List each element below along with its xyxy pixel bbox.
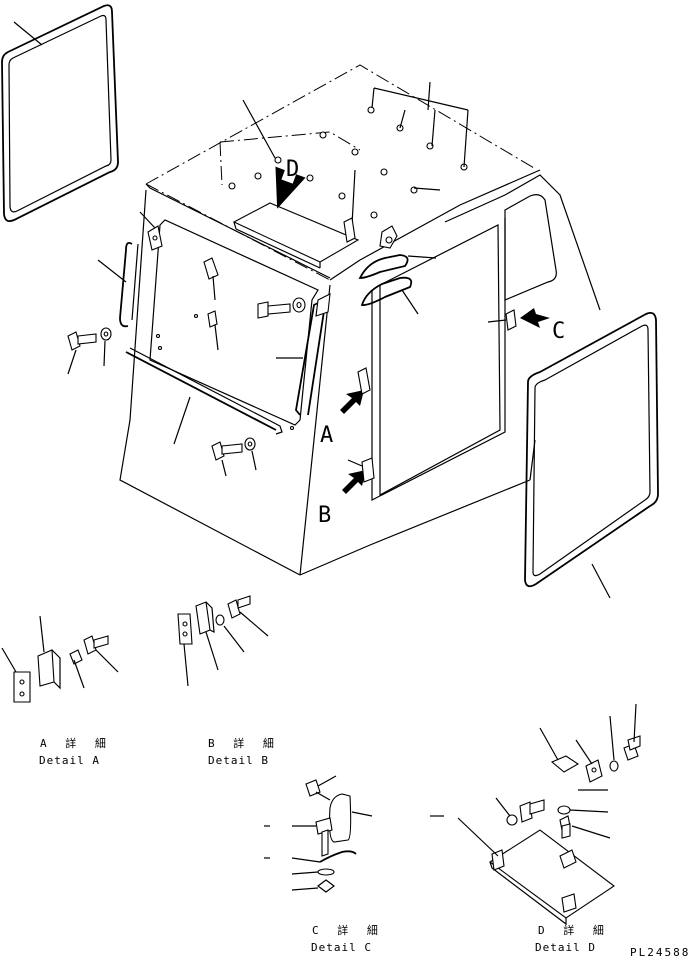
window-bolt bbox=[257, 297, 306, 319]
detail-c-title-jp: C 詳 細 bbox=[312, 923, 384, 937]
roof-panel-line bbox=[219, 131, 361, 151]
bracket-b bbox=[361, 457, 375, 483]
leader-line bbox=[67, 349, 77, 375]
view-label-a: A bbox=[320, 423, 333, 448]
view-arrow-b bbox=[342, 470, 366, 494]
leader-line bbox=[103, 340, 106, 367]
window-clip-2 bbox=[207, 310, 218, 328]
leader-line bbox=[591, 563, 611, 599]
cab-body bbox=[119, 64, 601, 576]
detail-a-title-en: Detail A bbox=[39, 754, 100, 767]
part-number: PL24588 bbox=[630, 946, 690, 957]
bracket-a bbox=[357, 367, 371, 395]
detail-c-title-en: Detail C bbox=[311, 941, 372, 954]
roof-hatch-plate bbox=[232, 202, 360, 269]
detail-d-title-jp: D 詳 細 bbox=[538, 923, 610, 937]
leader-line bbox=[97, 259, 127, 283]
bracket-c bbox=[505, 309, 517, 331]
left-window-seal[interactable] bbox=[1, 4, 119, 223]
roof-bracket bbox=[343, 217, 356, 243]
detail-d-parts bbox=[489, 735, 641, 926]
leader-line bbox=[139, 211, 156, 229]
front-face-holes bbox=[155, 313, 295, 431]
leader-line bbox=[401, 289, 419, 315]
leader-line bbox=[407, 255, 437, 259]
leader-line bbox=[487, 319, 507, 323]
detail-b-title-jp: B 詳 細 bbox=[208, 736, 280, 750]
detail-b-parts bbox=[177, 595, 251, 645]
detail-c-parts bbox=[305, 779, 357, 893]
roof-panel-line-2 bbox=[219, 141, 223, 186]
view-arrow-a bbox=[340, 390, 364, 414]
detail-a-parts bbox=[13, 635, 109, 703]
leader-line bbox=[347, 459, 363, 467]
detail-d-title-en: Detail D bbox=[535, 941, 596, 954]
window-clip bbox=[203, 257, 219, 280]
view-label-d: D bbox=[286, 157, 299, 182]
right-window-seal[interactable] bbox=[524, 311, 659, 588]
door-grab-handles bbox=[358, 254, 413, 306]
leader-line bbox=[212, 275, 216, 301]
lower-mount-bolt bbox=[211, 437, 256, 461]
detail-a-leaders bbox=[1, 615, 119, 689]
right-handrail bbox=[295, 293, 331, 416]
view-label-b: B bbox=[318, 503, 331, 528]
roof-hinge-nut bbox=[385, 236, 393, 244]
view-arrow-d bbox=[275, 166, 306, 209]
detail-b-title-en: Detail B bbox=[208, 754, 269, 767]
detail-a-title-jp: A 詳 細 bbox=[40, 736, 112, 750]
left-mount-bolt bbox=[67, 327, 112, 351]
view-label-c: C bbox=[552, 319, 565, 344]
leader-line bbox=[251, 450, 257, 471]
detail-b-leaders bbox=[183, 611, 269, 687]
detail-c-leaders bbox=[264, 775, 373, 891]
roof-bolts bbox=[228, 106, 468, 219]
roof-leaders bbox=[242, 81, 469, 226]
leader-line bbox=[173, 396, 191, 445]
detail-d-leaders bbox=[430, 703, 637, 857]
leader-line bbox=[13, 21, 43, 46]
view-arrow-c bbox=[520, 308, 550, 328]
leader-line bbox=[221, 459, 227, 477]
leader-line bbox=[214, 324, 219, 351]
